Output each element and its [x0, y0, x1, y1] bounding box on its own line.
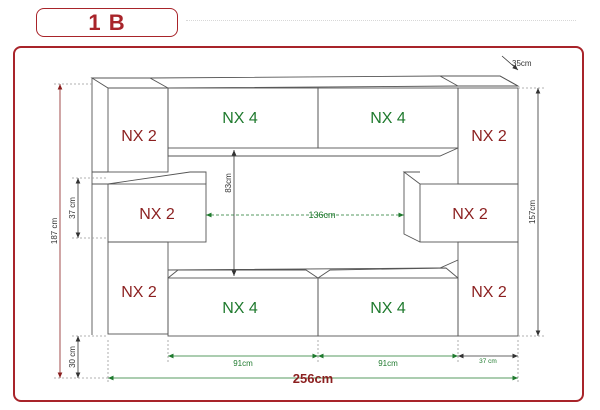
inner-height-label: 83cm — [224, 173, 233, 193]
module-label-right-bottom: NX 2 — [471, 284, 507, 301]
module-label-right-top: NX 2 — [471, 128, 507, 145]
side-box-height-label: 37 cm — [68, 197, 77, 219]
span-left-label: 91cm — [233, 359, 253, 368]
module-label-bottom-right: NX 4 — [370, 300, 406, 317]
furniture-outline — [90, 75, 520, 337]
module-label-left-middle: NX 2 — [139, 206, 175, 223]
right-height-label: 157cm — [528, 200, 537, 224]
depth-label: 35cm — [512, 59, 532, 68]
total-width-label: 256cm — [293, 371, 333, 386]
module-label-top-left: NX 4 — [222, 110, 258, 127]
module-label-left-top: NX 2 — [121, 128, 157, 145]
module-label-left-bottom: NX 2 — [121, 284, 157, 301]
base-height-label: 30 cm — [68, 346, 77, 368]
module-label-bottom-left: NX 4 — [222, 300, 258, 317]
module-label-right-middle: NX 2 — [452, 206, 488, 223]
side-width-label: 37 cm — [479, 358, 497, 365]
module-label-top-right: NX 4 — [370, 110, 406, 127]
title-badge: 1 B — [36, 8, 178, 37]
header-rule — [186, 20, 576, 21]
depth-arrow — [501, 55, 519, 71]
diagram-title: 1 B — [88, 9, 126, 35]
diagram-frame — [13, 46, 584, 402]
span-right-label: 91cm — [378, 359, 398, 368]
inner-width-label: 136cm — [308, 210, 335, 220]
total-height-label: 187 cm — [50, 218, 59, 245]
